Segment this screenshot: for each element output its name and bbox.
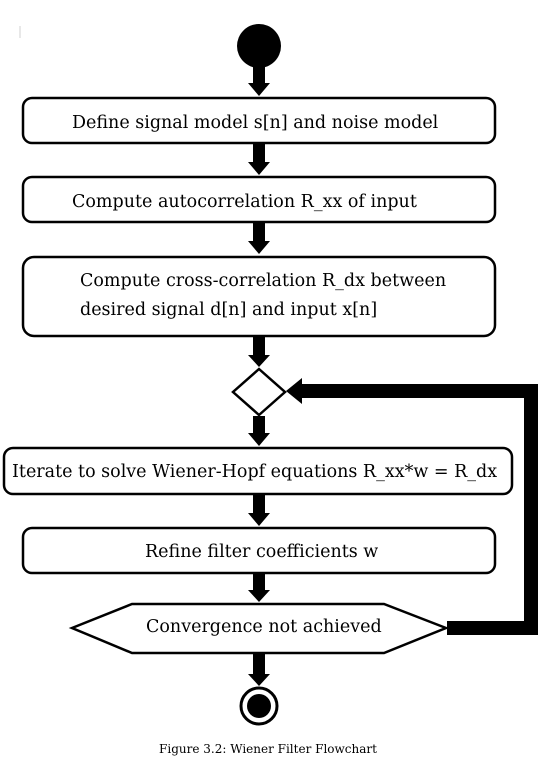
- process-step-1-label: Define signal model s[n] and noise model: [72, 113, 439, 133]
- condition-node: Convergence not achieved: [68, 602, 450, 655]
- process-step-4-label: Iterate to solve Wiener-Hopf equations R…: [12, 462, 497, 482]
- connector-step-1-to-step-2: [248, 144, 270, 175]
- loop-back-connector: [286, 378, 538, 635]
- condition-label: Convergence not achieved: [146, 617, 382, 637]
- process-step-5: Refine filter coefficients w: [21, 526, 497, 575]
- connector-condition-to-end: [248, 654, 270, 686]
- process-step-4: Iterate to solve Wiener-Hopf equations R…: [2, 446, 514, 496]
- connector-step-2-to-step-3: [248, 223, 270, 254]
- connector-start-to-step-1: [248, 66, 270, 96]
- end-node: [239, 686, 279, 726]
- process-step-3: Compute cross-correlation R_dx between d…: [21, 255, 497, 338]
- process-step-1: Define signal model s[n] and noise model: [21, 96, 497, 145]
- process-step-5-label: Refine filter coefficients w: [145, 542, 378, 562]
- connector-merge-to-step-4: [248, 416, 270, 446]
- start-node: [237, 24, 281, 68]
- merge-node: [231, 367, 287, 417]
- process-step-3-label-line-2: desired signal d[n] and input x[n]: [80, 300, 377, 320]
- connector-step-4-to-step-5: [248, 495, 270, 526]
- figure-caption: Figure 3.2: Wiener Filter Flowchart: [159, 742, 377, 756]
- connector-step-3-to-merge: [248, 337, 270, 367]
- process-step-2-label: Compute autocorrelation R_xx of input: [72, 192, 417, 212]
- process-step-2: Compute autocorrelation R_xx of input: [21, 175, 497, 224]
- process-step-3-label-line-1: Compute cross-correlation R_dx between: [80, 271, 446, 291]
- connector-step-5-to-condition: [248, 574, 270, 602]
